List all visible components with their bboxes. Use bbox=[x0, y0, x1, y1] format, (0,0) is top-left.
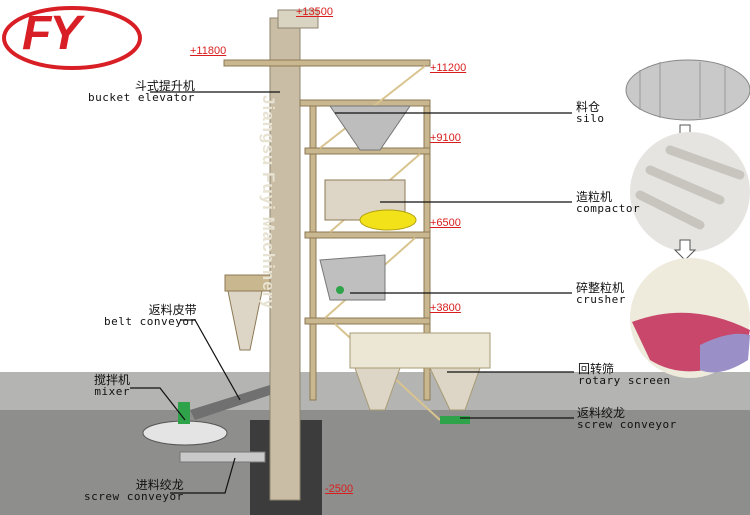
elevation-13500: +13500 bbox=[296, 6, 334, 18]
rotary-screen bbox=[349, 332, 491, 369]
bucket-elevator bbox=[269, 17, 301, 501]
company-logo: FY bbox=[22, 7, 81, 60]
elevation-6500: +6500 bbox=[430, 217, 461, 229]
arrow-down-icon bbox=[673, 239, 697, 261]
belt-conveyor bbox=[190, 385, 270, 420]
watermark: Jiangsu Fuyi Machinery bbox=[259, 95, 278, 310]
ground-section bbox=[0, 410, 750, 515]
elevation-9100: +9100 bbox=[430, 132, 461, 144]
elevation-3800: +3800 bbox=[430, 302, 461, 314]
logo-ring bbox=[2, 6, 142, 70]
compactor-rollers-image bbox=[625, 59, 750, 121]
return-screw-conveyor bbox=[440, 416, 470, 424]
elevation-11800: +11800 bbox=[190, 45, 227, 57]
elevation-11200: +11200 bbox=[430, 62, 467, 74]
cyclone bbox=[227, 290, 263, 351]
elevation-minus-2500: -2500 bbox=[325, 483, 354, 495]
silo bbox=[329, 105, 411, 151]
mixer bbox=[142, 420, 228, 446]
feed-screw-conveyor bbox=[179, 451, 266, 463]
